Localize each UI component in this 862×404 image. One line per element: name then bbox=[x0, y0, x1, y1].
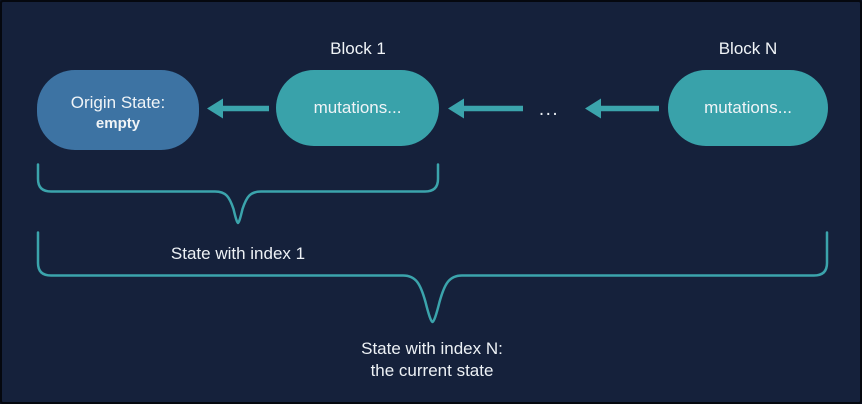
blockN-node: mutations... bbox=[668, 70, 828, 146]
block1-label: mutations... bbox=[313, 98, 402, 117]
brace-state-index-1 bbox=[36, 163, 440, 225]
arrow-left-icon bbox=[207, 98, 269, 119]
origin-state-node: Origin State: empty bbox=[37, 70, 199, 150]
blockN-caption: Block N bbox=[718, 39, 778, 58]
stateN-label-line1: State with index N: bbox=[361, 339, 503, 358]
origin-state-value: empty bbox=[95, 114, 141, 132]
stateN-label: State with index N: the current state bbox=[361, 338, 503, 382]
brace-state-index-n bbox=[36, 231, 829, 324]
block1-node: mutations... bbox=[276, 70, 439, 146]
arrow-left-icon bbox=[448, 98, 523, 119]
block1-caption: Block 1 bbox=[330, 39, 386, 58]
stateN-label-line2: the current state bbox=[370, 361, 494, 380]
origin-state-title: Origin State: bbox=[70, 92, 166, 112]
blockN-label: mutations... bbox=[704, 98, 792, 117]
chain-ellipsis: ... bbox=[538, 99, 560, 120]
state1-label: State with index 1 bbox=[170, 244, 306, 263]
arrow-left-icon bbox=[585, 98, 659, 119]
